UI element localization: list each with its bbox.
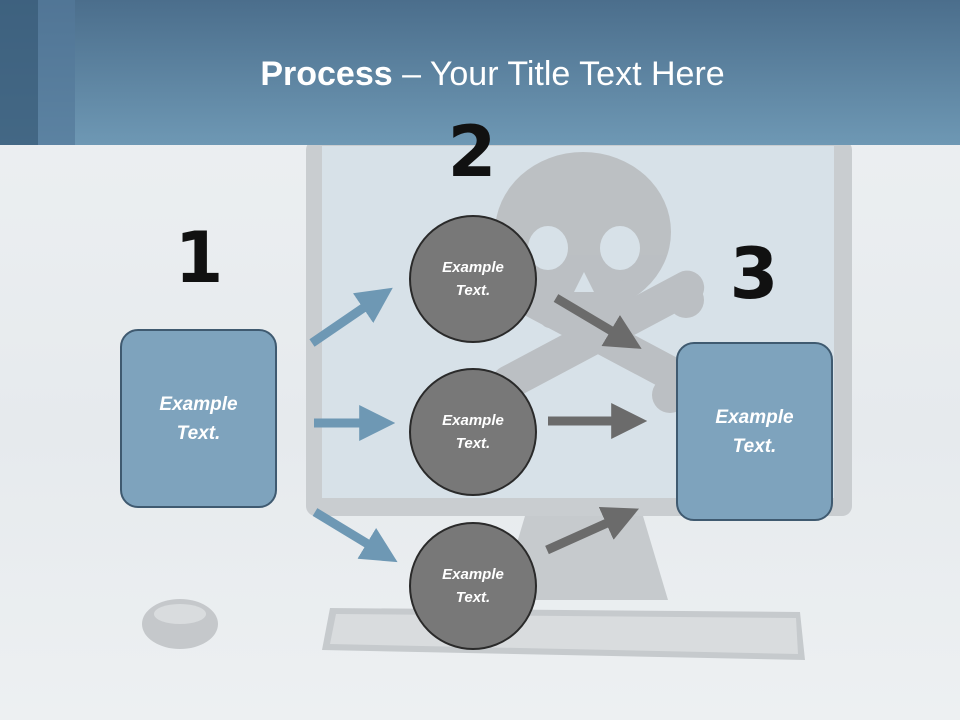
header-accent-bar (0, 0, 38, 145)
arrow-from-circle-top (553, 294, 642, 349)
arrow-to-circle-bottom (312, 508, 398, 563)
header-accent-bar (38, 0, 75, 145)
step-3-text-line: Example (715, 406, 794, 428)
slide-title: Process – Your Title Text Here (260, 55, 725, 93)
step-1-text-line: Example (159, 393, 238, 415)
header-bar: Process – Your Title Text Here (0, 0, 960, 145)
circle-text-line: Text. (455, 589, 491, 606)
circle-text-line: Text. (455, 435, 491, 452)
circle-text-line: Example (442, 259, 504, 276)
circle-text-line: Example (442, 566, 504, 583)
step-number-3: 3 (729, 233, 779, 315)
skull-icon (491, 152, 705, 413)
circle-text-line: Example (442, 412, 504, 429)
arrow-to-circle-top (309, 287, 393, 347)
arrow-from-circle-bottom (545, 507, 639, 555)
step-number-2: 2 (447, 111, 497, 193)
step-number-1: 1 (174, 217, 224, 299)
circle-text-line: Text. (455, 282, 491, 299)
step-3-text-line: Text. (732, 435, 777, 457)
step-1-text-line: Text. (176, 422, 221, 444)
